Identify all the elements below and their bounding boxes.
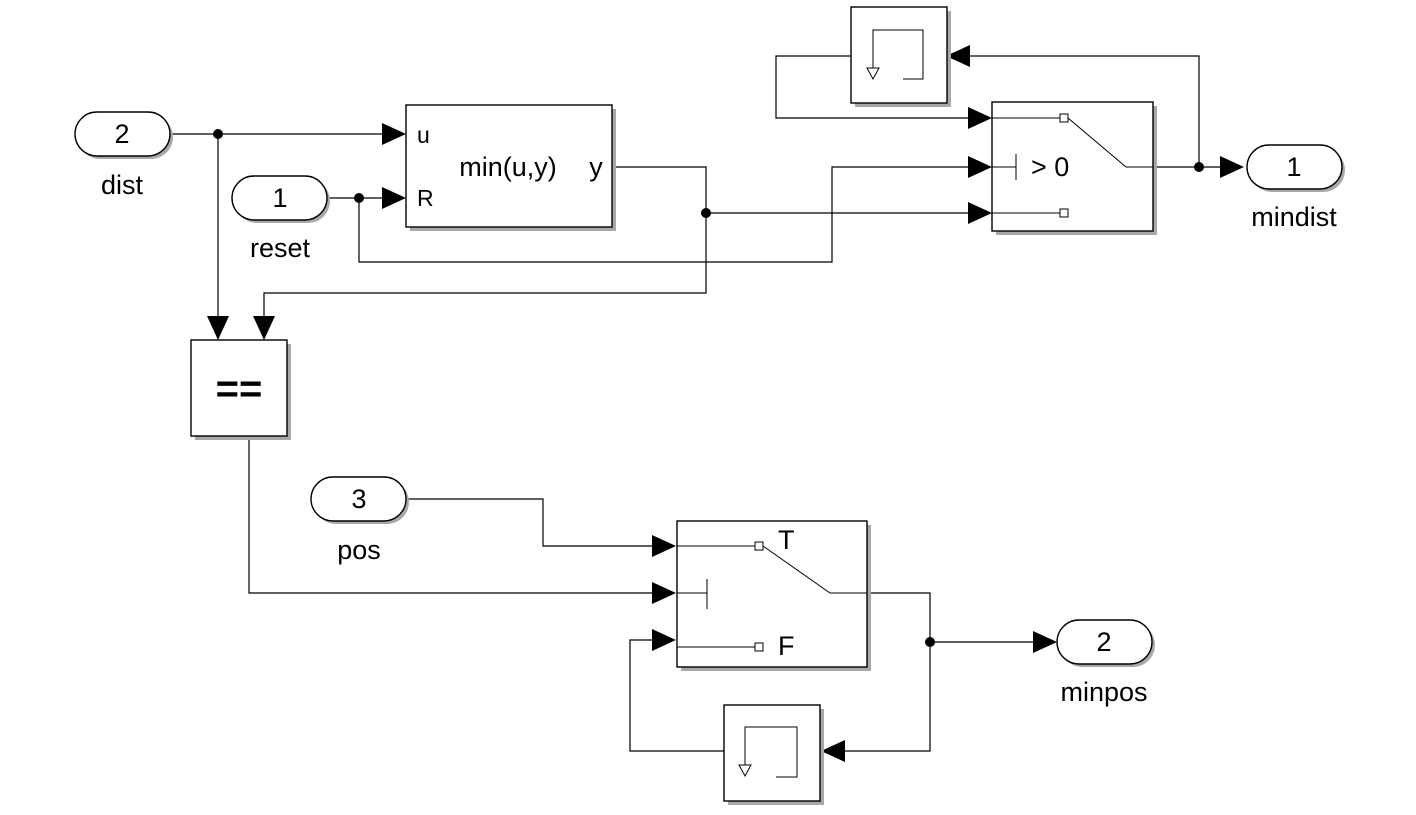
junctions — [213, 129, 1204, 647]
switch-bottom-control-stub — [677, 579, 708, 609]
arrow-min-u — [382, 123, 406, 145]
arrow-switch-top-control — [968, 156, 992, 178]
unit-delay-bottom-ground-icon — [738, 764, 752, 778]
junction-minpos — [925, 637, 935, 647]
wire-equal-to-switch-control[interactable] — [248, 436, 654, 594]
wire-switch-bottom-to-minpos[interactable] — [867, 592, 1033, 643]
arrow-switch-bottom-control — [652, 582, 676, 604]
arrow-minpos — [1033, 631, 1057, 653]
arrow-switch-bottom-in1 — [652, 535, 676, 557]
min-running-resettable-block[interactable]: u R min(u,y) y — [405, 104, 616, 231]
arrowheads — [207, 45, 1244, 762]
outport-minpos[interactable]: 2 minpos — [1056, 619, 1155, 707]
switch-bottom-block[interactable]: T F — [676, 520, 871, 671]
unit-delay-top-block[interactable] — [850, 6, 951, 107]
outport-mindist-label: mindist — [1251, 202, 1337, 232]
arrow-switch-bottom-in3 — [652, 629, 676, 651]
switch-top-control-stub — [992, 154, 1017, 180]
junction-dist — [213, 129, 223, 139]
outport-mindist-number: 1 — [1286, 152, 1301, 182]
inport-pos[interactable]: 3 pos — [310, 476, 409, 565]
arrow-equal-in1 — [207, 316, 229, 340]
arrow-switch-top-in3 — [968, 202, 992, 224]
inport-reset-label: reset — [250, 233, 311, 263]
min-block-input-r: R — [417, 185, 434, 211]
min-block-input-u: u — [417, 122, 430, 148]
junction-reset — [354, 193, 364, 203]
unit-delay-bottom-icon — [744, 726, 798, 778]
min-block-output-y: y — [589, 152, 603, 182]
wire-min-y-to-switch[interactable] — [612, 166, 970, 214]
inport-dist-number: 2 — [114, 119, 129, 149]
wire-mindist-feedback[interactable] — [968, 55, 1200, 167]
min-block-expression: min(u,y) — [459, 152, 557, 182]
arrow-switch-top-in1 — [968, 107, 992, 129]
wire-delay-bottom-to-switch[interactable] — [629, 639, 724, 752]
switch-top-criteria: > 0 — [1031, 152, 1069, 182]
junction-min-y — [701, 208, 711, 218]
junction-mindist — [1194, 162, 1204, 172]
inport-dist-label: dist — [101, 170, 144, 200]
switch-top-block[interactable]: > 0 — [991, 101, 1157, 235]
switch-bottom-input3-contact — [754, 642, 764, 652]
inport-pos-label: pos — [337, 535, 381, 565]
inport-reset[interactable]: 1 reset — [231, 175, 330, 263]
arrow-equal-in2 — [253, 316, 275, 340]
switch-bottom-true-label: T — [778, 525, 795, 555]
unit-delay-top-ground-icon — [866, 67, 880, 81]
relational-operator-block[interactable]: == — [190, 339, 291, 440]
arrow-delay-top-in — [946, 45, 970, 67]
switch-bottom-lever — [762, 545, 867, 594]
arrow-min-r — [382, 187, 406, 209]
unit-delay-top-icon — [872, 29, 924, 80]
signal-lines — [170, 55, 1220, 752]
unit-delay-bottom-block[interactable] — [723, 704, 824, 805]
outport-minpos-number: 2 — [1096, 627, 1111, 657]
wire-delay-top-to-switch[interactable] — [775, 55, 970, 119]
switch-bottom-false-label: F — [778, 631, 795, 661]
arrow-mindist — [1220, 156, 1244, 178]
inport-reset-number: 1 — [272, 183, 287, 213]
outport-mindist[interactable]: 1 mindist — [1246, 144, 1345, 232]
switch-top-lever — [1067, 117, 1153, 168]
wire-min-y-to-equal[interactable] — [263, 213, 707, 316]
wire-reset-to-switch-control[interactable] — [358, 166, 970, 263]
switch-top-input3-contact — [1059, 208, 1069, 218]
wire-pos-to-switch[interactable] — [406, 498, 654, 547]
arrow-delay-bottom-in — [821, 740, 845, 762]
inport-dist[interactable]: 2 dist — [74, 111, 173, 200]
outport-minpos-label: minpos — [1060, 677, 1147, 707]
wire-minpos-feedback[interactable] — [844, 642, 931, 752]
inport-pos-number: 3 — [351, 484, 366, 514]
relational-operator-symbol: == — [216, 367, 263, 411]
